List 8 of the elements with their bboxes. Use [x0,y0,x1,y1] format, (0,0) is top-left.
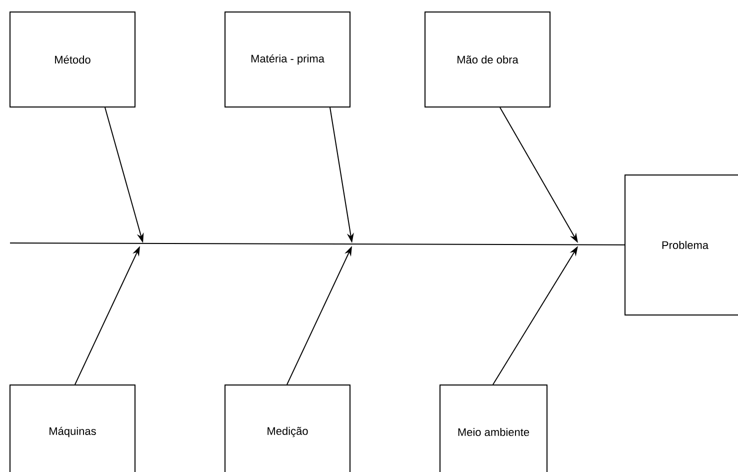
cause-box: Método [10,12,136,108]
cause-box: Máquinas [10,384,136,472]
cause-box: Meio ambiente [440,384,548,472]
cause-box: Matéria - prima [224,12,350,108]
cause-box: Mão de obra [424,12,550,108]
spine-line [10,242,625,246]
cause-box: Medição [224,384,350,472]
cause-box: Problema [624,174,738,316]
